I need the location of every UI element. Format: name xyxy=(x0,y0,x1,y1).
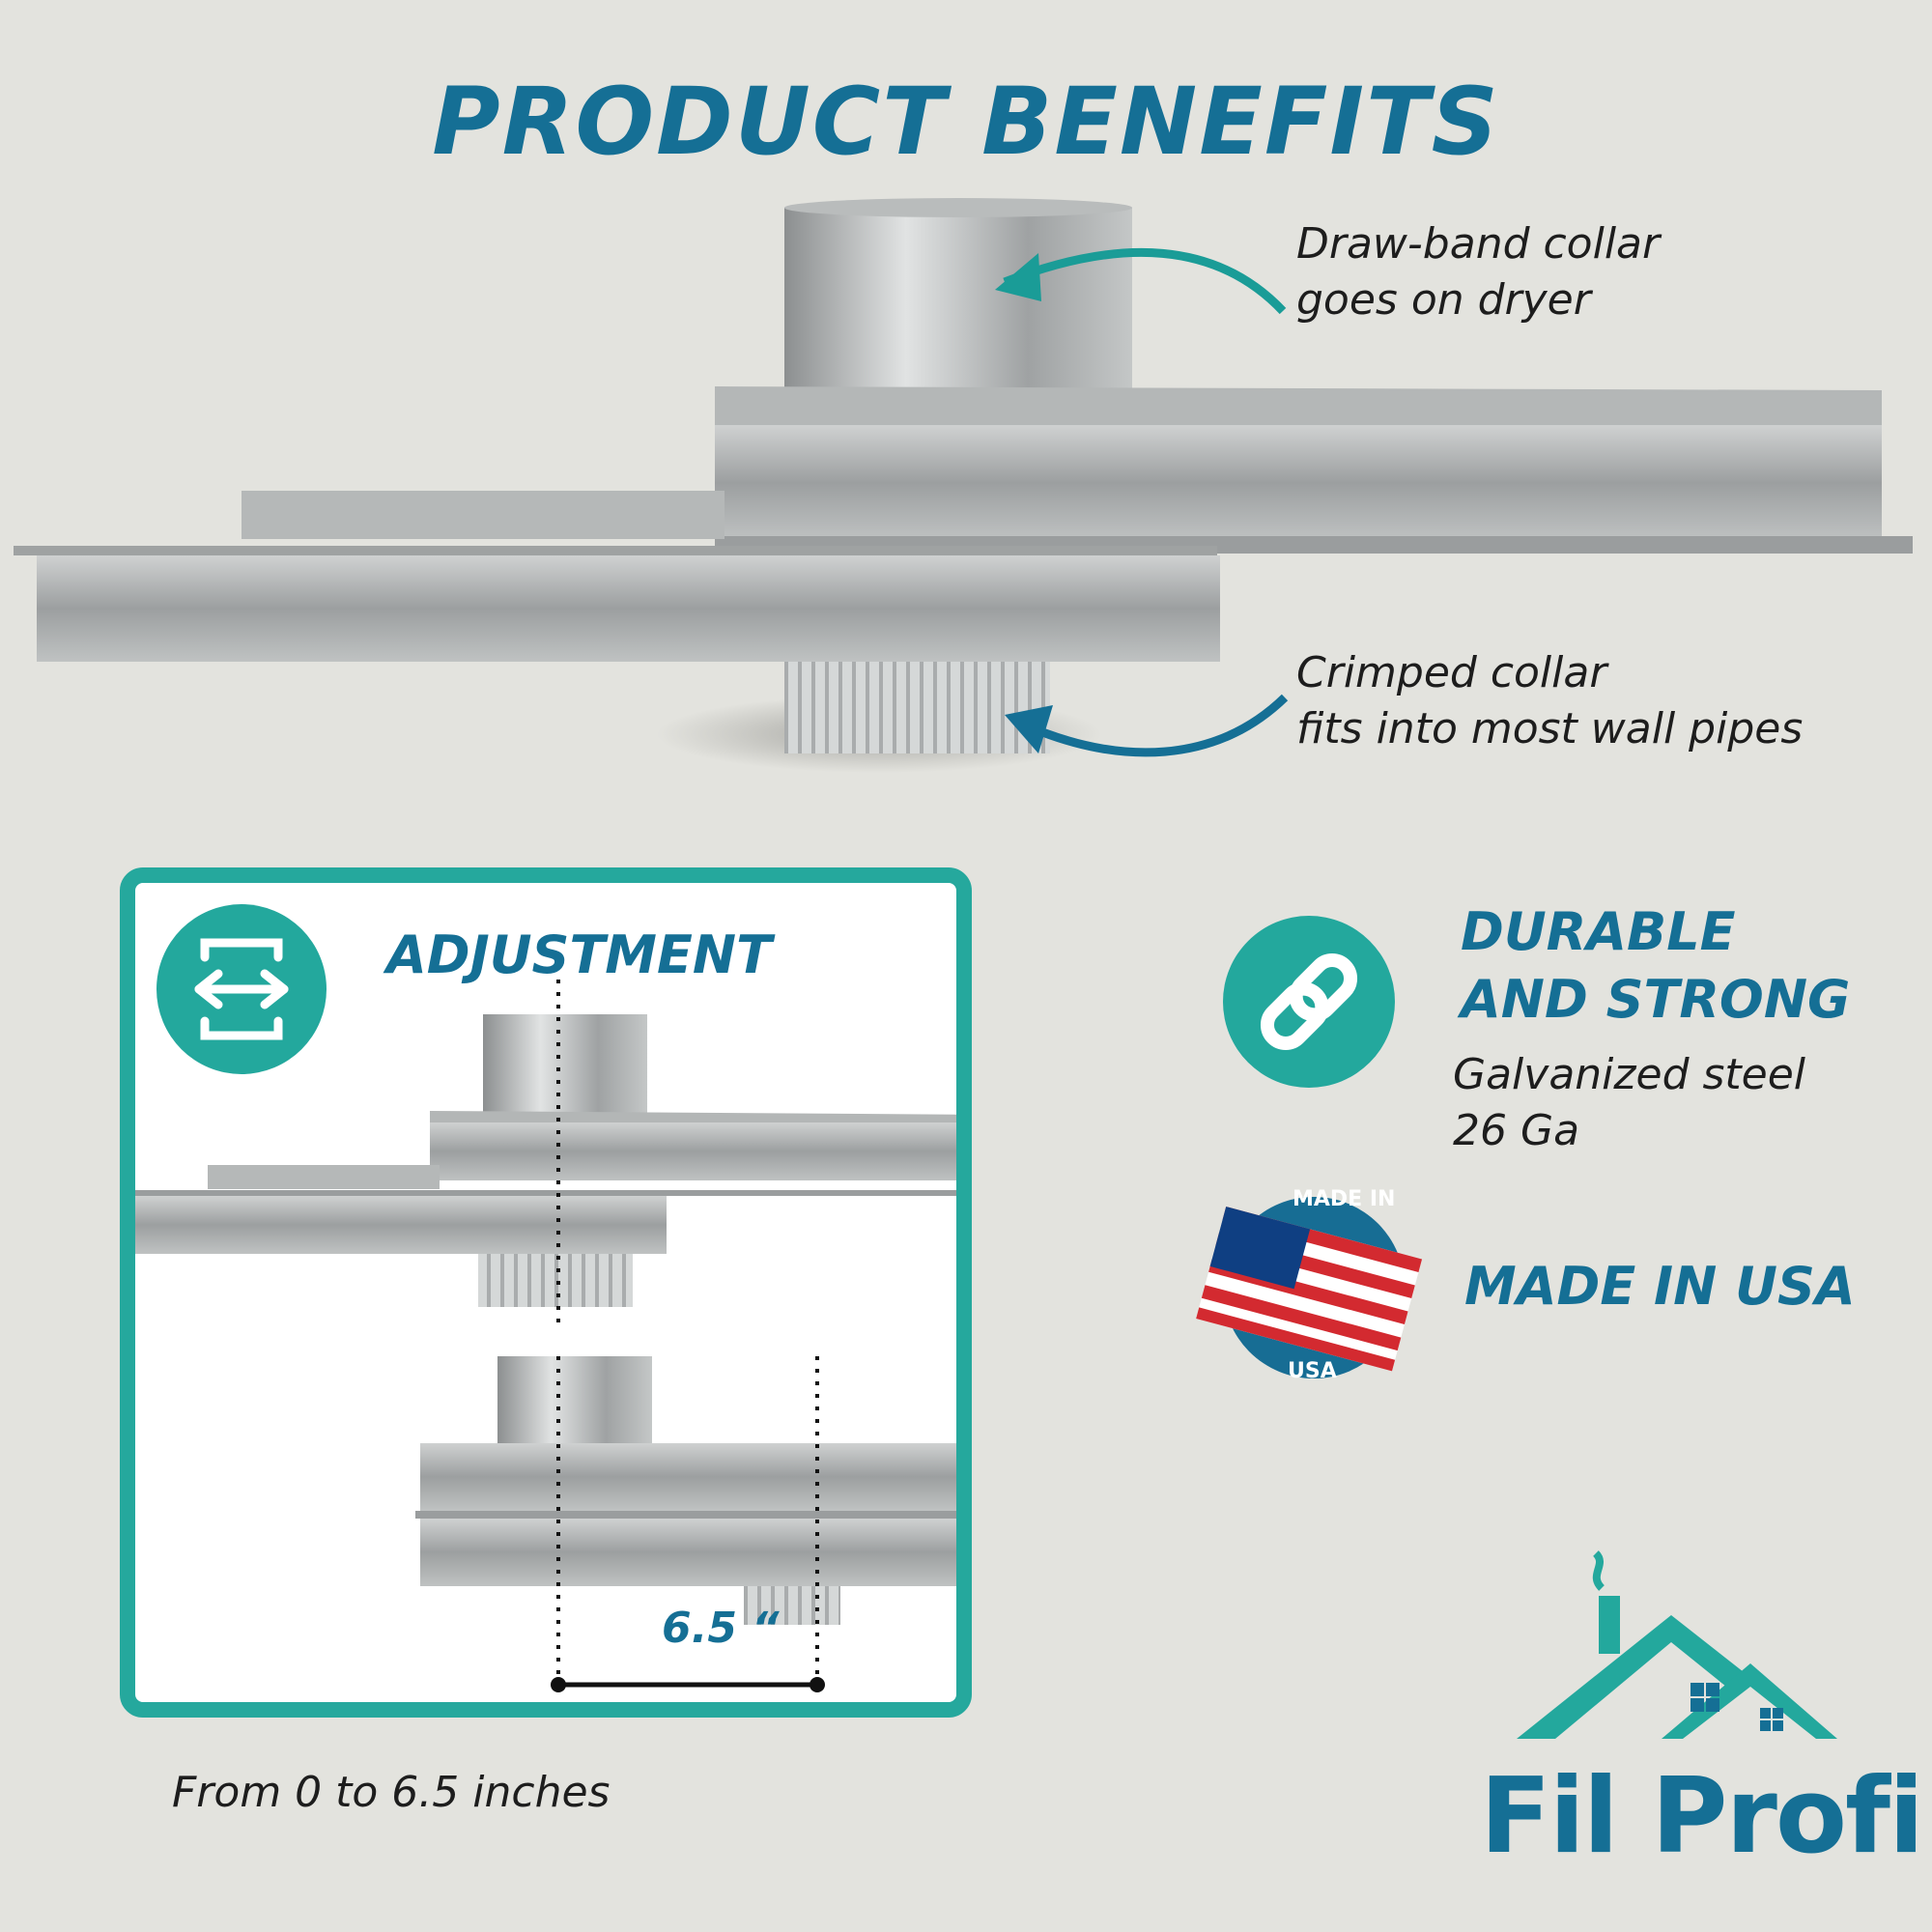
durable-spec-line-1: Galvanized steel xyxy=(1453,1050,1806,1099)
dimension-label: 6.5 “ xyxy=(662,1604,780,1653)
callout-top-line-2: goes on dryer xyxy=(1296,275,1591,325)
callout-bottom: Crimped collar fits into most wall pipes xyxy=(1296,645,1803,757)
durable-heading-line-2: AND STRONG xyxy=(1461,969,1851,1030)
durable-spec: Galvanized steel 26 Ga xyxy=(1453,1047,1805,1159)
draw-band-collar xyxy=(784,208,1132,401)
product-illustration xyxy=(14,198,1913,773)
chain-link-icon xyxy=(1223,916,1395,1088)
callout-bottom-line-2: fits into most wall pipes xyxy=(1296,704,1804,753)
callout-top: Draw-band collar goes on dryer xyxy=(1296,216,1660,328)
crimped-collar xyxy=(784,662,1050,753)
house-chimney-logo-icon xyxy=(1507,1546,1855,1777)
adjustment-illustration xyxy=(135,980,956,1692)
usa-flag-seal-icon: MADE IN USA xyxy=(1186,1183,1428,1396)
adjustment-panel: ADJUSTMENT 6.5 “ xyxy=(120,867,972,1718)
durable-spec-line-2: 26 Ga xyxy=(1453,1106,1580,1155)
callout-bottom-line-1: Crimped collar xyxy=(1296,648,1607,697)
durable-heading-line-1: DURABLE xyxy=(1461,901,1736,962)
brand-name: Fil Profi xyxy=(1480,1756,1924,1877)
page-title: PRODUCT BENEFITS xyxy=(432,68,1500,176)
seal-bottom-text: USA xyxy=(1288,1359,1337,1383)
durable-heading: DURABLE AND STRONG xyxy=(1461,898,1850,1034)
adjustment-heading: ADJUSTMENT xyxy=(386,924,772,985)
expand-horizontal-icon xyxy=(156,904,327,1074)
usa-heading: MADE IN USA xyxy=(1464,1256,1856,1317)
adjustment-caption: From 0 to 6.5 inches xyxy=(172,1768,611,1817)
arrow-icon xyxy=(1005,705,1053,753)
arrow-icon xyxy=(995,253,1041,301)
callout-top-line-1: Draw-band collar xyxy=(1296,219,1661,269)
seal-top-text: MADE IN xyxy=(1293,1187,1396,1211)
